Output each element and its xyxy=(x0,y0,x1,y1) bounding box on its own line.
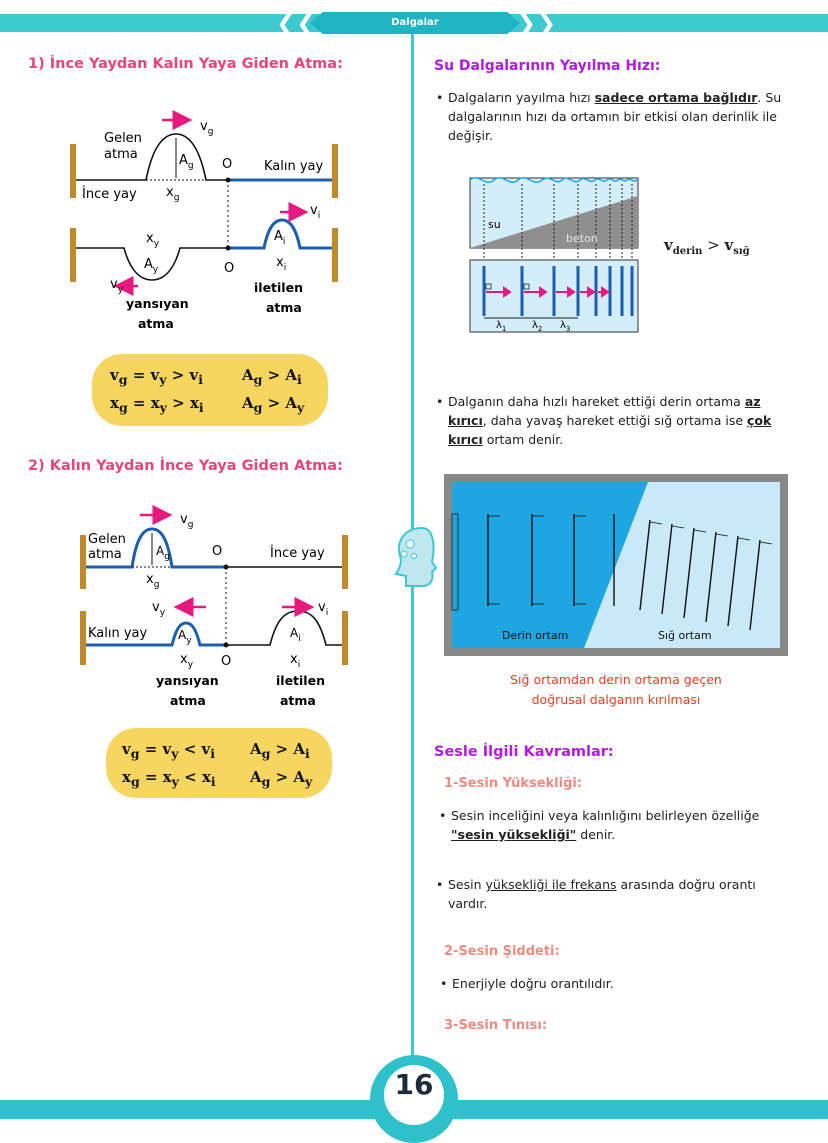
page-number: 16 xyxy=(394,1068,434,1101)
chevron-right-icon: ❯❯ xyxy=(516,9,557,37)
svg-text:λ2: λ2 xyxy=(532,320,542,333)
svg-text:Derin ortam: Derin ortam xyxy=(502,629,568,642)
svg-text:atma: atma xyxy=(170,693,206,708)
svg-text:atma: atma xyxy=(266,300,302,315)
velocity-relation: vderin > vsığ xyxy=(664,236,750,257)
formula-box-2: vg = vy < vi Ag > Ai xg = xy < xi Ag > A… xyxy=(106,728,332,798)
refraction-caption: Sığ ortamdan derin ortama geçen doğrusal… xyxy=(510,672,722,707)
sub-3: 3-Sesin Tınısı: xyxy=(444,1018,548,1033)
svg-text:Ag: Ag xyxy=(179,153,194,171)
formula-1-row1b: Ag > Ai xyxy=(242,366,302,387)
svg-text:su: su xyxy=(488,218,501,231)
svg-text:Kalın yay: Kalın yay xyxy=(88,626,148,641)
right-title-1: Su Dalgalarının Yayılma Hızı: xyxy=(434,58,661,74)
svg-text:O: O xyxy=(224,261,234,276)
svg-text:O: O xyxy=(222,157,232,172)
formula-1-row1a: vg = vy > vi xyxy=(110,366,203,387)
diagram-thick-to-thin: Gelen atma vg Ag O İnce yay xg Kalın yay… xyxy=(80,505,348,708)
header-title: Dalgalar xyxy=(310,12,520,34)
svg-text:atma: atma xyxy=(138,316,174,331)
refraction-diagram: Derin ortam Sığ ortam xyxy=(444,474,788,656)
sub-1: 1-Sesin Yüksekliği: xyxy=(444,776,583,791)
svg-text:beton: beton xyxy=(566,232,598,245)
svg-text:Ai: Ai xyxy=(290,626,301,644)
svg-text:λ3: λ3 xyxy=(560,320,570,333)
svg-text:xy: xy xyxy=(180,652,194,670)
head-logo-icon xyxy=(394,526,438,587)
svg-text:O: O xyxy=(212,544,222,559)
right-title-2: Sesle İlgili Kavramlar: xyxy=(434,744,614,760)
bullet-1: •Dalgaların yayılma hızı sadece ortama b… xyxy=(436,90,782,143)
svg-text:atma: atma xyxy=(88,547,122,562)
svg-text:λ1: λ1 xyxy=(496,320,506,333)
bullet-4: •Sesin yüksekliği ile frekans arasında d… xyxy=(436,877,756,911)
svg-text:yansıyan: yansıyan xyxy=(156,673,219,688)
svg-text:vi: vi xyxy=(310,203,320,221)
svg-text:İnce yay: İnce yay xyxy=(270,545,325,561)
svg-text:vy: vy xyxy=(152,600,166,618)
svg-text:O: O xyxy=(221,654,231,669)
svg-text:xy: xy xyxy=(146,231,160,249)
section2-title: 2) Kalın Yaydan İnce Yaya Giden Atma: xyxy=(28,458,343,474)
label-kalin-yay: Kalın yay xyxy=(264,159,324,174)
svg-text:iletilen: iletilen xyxy=(276,673,325,688)
formula-1-row2a: xg = xy > xi xyxy=(110,394,204,415)
svg-text:vi: vi xyxy=(318,600,328,618)
svg-text:Gelen: Gelen xyxy=(88,532,126,547)
wave-tank-diagram: su beton λ1 λ2 λ3 xyxy=(469,177,639,333)
section1-title: 1) İnce Yaydan Kalın Yaya Giden Atma: xyxy=(28,56,343,72)
svg-text:iletilen: iletilen xyxy=(254,280,303,295)
svg-text:Ay: Ay xyxy=(144,257,159,275)
svg-text:Sığ ortam: Sığ ortam xyxy=(658,629,712,642)
sub-2: 2-Sesin Şiddeti: xyxy=(444,944,560,959)
page-number-inner xyxy=(384,1065,444,1125)
svg-text:yansıyan: yansıyan xyxy=(126,296,189,311)
svg-text:vy: vy xyxy=(110,277,124,295)
chevron-left-icon: ❮❮ xyxy=(276,9,317,37)
label-gelen2: atma xyxy=(104,147,138,162)
label-gelen1: Gelen xyxy=(104,131,142,146)
formula-1-row2b: Ag > Ay xyxy=(242,394,305,415)
svg-text:xi: xi xyxy=(290,652,300,670)
svg-text:vg: vg xyxy=(180,512,193,530)
svg-text:Ag: Ag xyxy=(156,544,170,562)
svg-text:Ay: Ay xyxy=(178,628,192,646)
svg-text:xg: xg xyxy=(166,185,179,203)
label-ince-yay: İnce yay xyxy=(82,186,137,202)
svg-text:atma: atma xyxy=(280,693,316,708)
formula-box-1: vg = vy > vi Ag > Ai xg = xy > xi Ag > A… xyxy=(92,354,328,426)
svg-text:xi: xi xyxy=(276,255,286,273)
bullet-3: •Sesin inceliğini veya kalınlığını belir… xyxy=(439,808,760,842)
svg-text:xg: xg xyxy=(146,572,159,590)
svg-text:Ai: Ai xyxy=(274,229,285,247)
diagram-thin-to-thick: Gelen atma vg Ag O Kalın yay İnce yay xg… xyxy=(70,110,338,331)
bullet-2: •Dalganın daha hızlı hareket ettiği deri… xyxy=(436,394,772,447)
bullet-5: •Enerjiyle doğru orantılıdır. xyxy=(440,976,614,991)
svg-text:vg: vg xyxy=(200,119,213,137)
